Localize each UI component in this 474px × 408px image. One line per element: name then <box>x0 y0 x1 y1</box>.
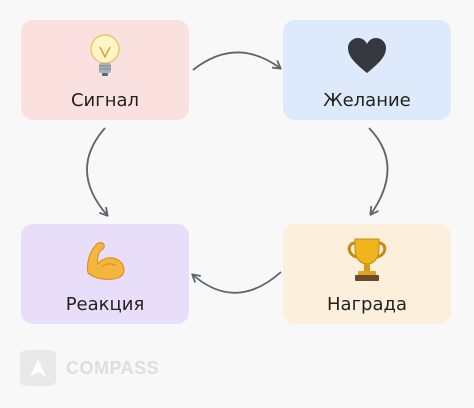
heart-icon <box>346 32 388 80</box>
card-desire: Желание <box>283 20 451 120</box>
arrow-signal-to-desire <box>192 51 282 71</box>
card-label-reaction: Реакция <box>65 294 145 315</box>
arrow-signal-to-reaction <box>86 127 109 217</box>
compass-logo-mark <box>20 350 56 386</box>
arrow-reward-to-reaction <box>191 271 282 294</box>
trophy-icon <box>345 236 389 284</box>
card-signal: Сигнал <box>21 20 189 120</box>
card-label-desire: Желание <box>323 90 411 111</box>
card-reward: Награда <box>283 224 451 324</box>
flexed-biceps-icon <box>82 236 128 284</box>
card-reaction: Реакция <box>21 224 189 324</box>
lightbulb-icon <box>88 32 122 80</box>
compass-logo-text: COMPASS <box>66 357 160 378</box>
card-label-reward: Награда <box>327 294 407 315</box>
arrow-desire-to-reward <box>368 127 389 216</box>
compass-logo: COMPASS <box>20 350 159 386</box>
card-label-signal: Сигнал <box>70 90 140 111</box>
